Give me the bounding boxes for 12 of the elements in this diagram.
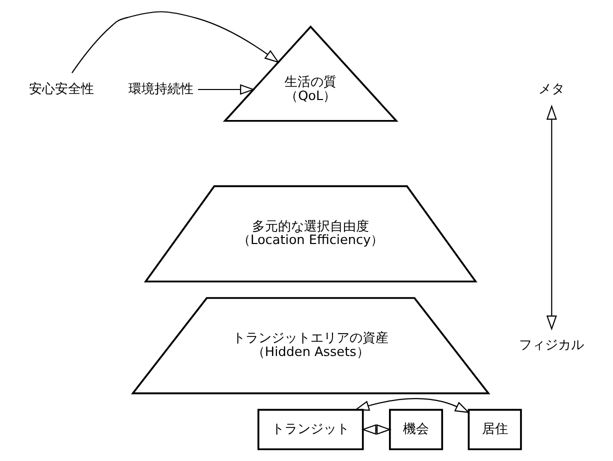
node-text: フィジカル bbox=[519, 338, 584, 354]
arrow bbox=[361, 424, 392, 435]
arrow bbox=[72, 11, 280, 74]
node-box: トランジット bbox=[257, 408, 364, 450]
node-box: 機会 bbox=[388, 408, 444, 450]
node-text: 安心安全性 bbox=[28, 82, 94, 97]
arrow bbox=[198, 84, 256, 95]
node-text: メタ bbox=[538, 82, 565, 97]
node-box: 居住 bbox=[468, 408, 522, 450]
arrow bbox=[546, 104, 557, 331]
node-text: 環境持続性 bbox=[128, 82, 194, 97]
arrow bbox=[354, 398, 470, 414]
